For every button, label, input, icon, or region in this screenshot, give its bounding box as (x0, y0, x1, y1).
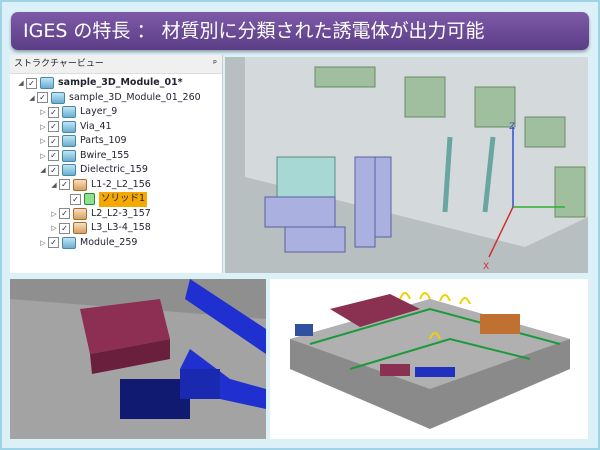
visibility-checkbox[interactable]: ✓ (37, 92, 48, 104)
visibility-checkbox[interactable]: ✓ (48, 135, 59, 147)
tree-item-label: Via_41 (80, 120, 112, 132)
expand-toggle-icon[interactable]: ▷ (40, 137, 46, 145)
assembly-icon (62, 135, 76, 148)
visibility-checkbox[interactable]: ✓ (48, 150, 59, 162)
visibility-checkbox[interactable]: ✓ (70, 193, 81, 205)
dielectric-icon (73, 207, 87, 220)
assembly-icon (40, 77, 54, 90)
visibility-checkbox[interactable]: ✓ (48, 237, 59, 249)
expand-toggle-icon[interactable]: ▷ (51, 209, 57, 218)
tree-item[interactable]: ◢✓ L1-2_L2_156 (10, 178, 222, 193)
3d-viewport-top[interactable]: Z X (225, 57, 588, 273)
dielectric-icon (73, 178, 87, 191)
3d-view-closeup (10, 279, 266, 439)
pin-icon[interactable]: ᵖ (213, 59, 217, 69)
tree-item-label: sample_3D_Module_01_260 (69, 91, 201, 103)
panel-header: ストラクチャービュー ᵖ (10, 55, 222, 74)
expand-toggle-icon[interactable]: ◢ (40, 166, 46, 174)
tree-item-label: ソリッド1 (99, 192, 148, 207)
tree-item[interactable]: ◢✓ sample_3D_Module_01_260 (10, 91, 222, 106)
expand-toggle-icon[interactable]: ▷ (40, 122, 46, 131)
tree-item-label: L3_L3-4_158 (91, 222, 151, 233)
tree-item[interactable]: ✓ ソリッド1 (10, 192, 222, 207)
assembly-icon (62, 120, 76, 133)
tree-item[interactable]: ▷✓ Bwire_155 (10, 149, 222, 164)
x-axis-label: X (483, 262, 489, 272)
tree-item-label: Layer_9 (80, 106, 118, 117)
tree-item[interactable]: ▷✓ Module_259 (10, 236, 222, 251)
expand-toggle-icon[interactable]: ◢ (18, 79, 24, 87)
expand-toggle-icon[interactable]: ▷ (51, 224, 57, 232)
tree-item[interactable]: ▷✓ Parts_109 (10, 134, 222, 149)
3d-view-module (270, 279, 588, 439)
assembly-icon (62, 236, 76, 249)
expand-toggle-icon[interactable]: ▷ (40, 151, 46, 160)
tree-item[interactable]: ▷✓ L2_L2-3_157 (10, 207, 222, 222)
solid-icon (84, 193, 95, 206)
tree-item-label: L1-2_L2_156 (91, 178, 151, 190)
tree-item-label: Module_259 (80, 236, 138, 248)
tree-item[interactable]: ▷✓ Layer_9 (10, 105, 222, 120)
visibility-checkbox[interactable]: ✓ (48, 164, 59, 176)
assembly-icon (62, 164, 76, 177)
title-banner: IGES の特長 ： 材質別に分類された誘電体が出力可能 (11, 12, 589, 50)
visibility-checkbox[interactable]: ✓ (59, 222, 70, 234)
tree-item-label: L2_L2-3_157 (91, 207, 151, 219)
tree-item-label: Dielectric_159 (80, 164, 148, 175)
visibility-checkbox[interactable]: ✓ (26, 77, 37, 89)
tree-item-label: Bwire_155 (80, 149, 130, 161)
visibility-checkbox[interactable]: ✓ (48, 106, 59, 118)
visibility-checkbox[interactable]: ✓ (59, 208, 70, 220)
dielectric-icon (73, 222, 87, 235)
tree-item[interactable]: ▷✓ L3_L3-4_158 (10, 221, 222, 236)
expand-toggle-icon[interactable]: ▷ (40, 238, 46, 247)
tree-item[interactable]: ◢✓ sample_3D_Module_01* (10, 76, 222, 91)
expand-toggle-icon[interactable]: ◢ (51, 180, 57, 189)
panel-title: ストラクチャービュー (14, 59, 104, 69)
tree-item-label: Parts_109 (80, 135, 127, 146)
expand-toggle-icon[interactable]: ▷ (40, 108, 46, 116)
assembly-icon (51, 91, 65, 104)
expand-toggle-icon[interactable]: ◢ (29, 93, 35, 102)
assembly-icon (62, 149, 76, 162)
structure-tree: ◢✓sample_3D_Module_01*◢✓sample_3D_Module… (10, 74, 222, 250)
z-axis-label: Z (509, 122, 515, 132)
tree-item-label: sample_3D_Module_01* (58, 77, 183, 88)
visibility-checkbox[interactable]: ✓ (48, 121, 59, 133)
tree-item[interactable]: ▷✓ Via_41 (10, 120, 222, 135)
visibility-checkbox[interactable]: ✓ (59, 179, 70, 191)
assembly-icon (62, 106, 76, 119)
tree-item[interactable]: ◢✓ Dielectric_159 (10, 163, 222, 178)
